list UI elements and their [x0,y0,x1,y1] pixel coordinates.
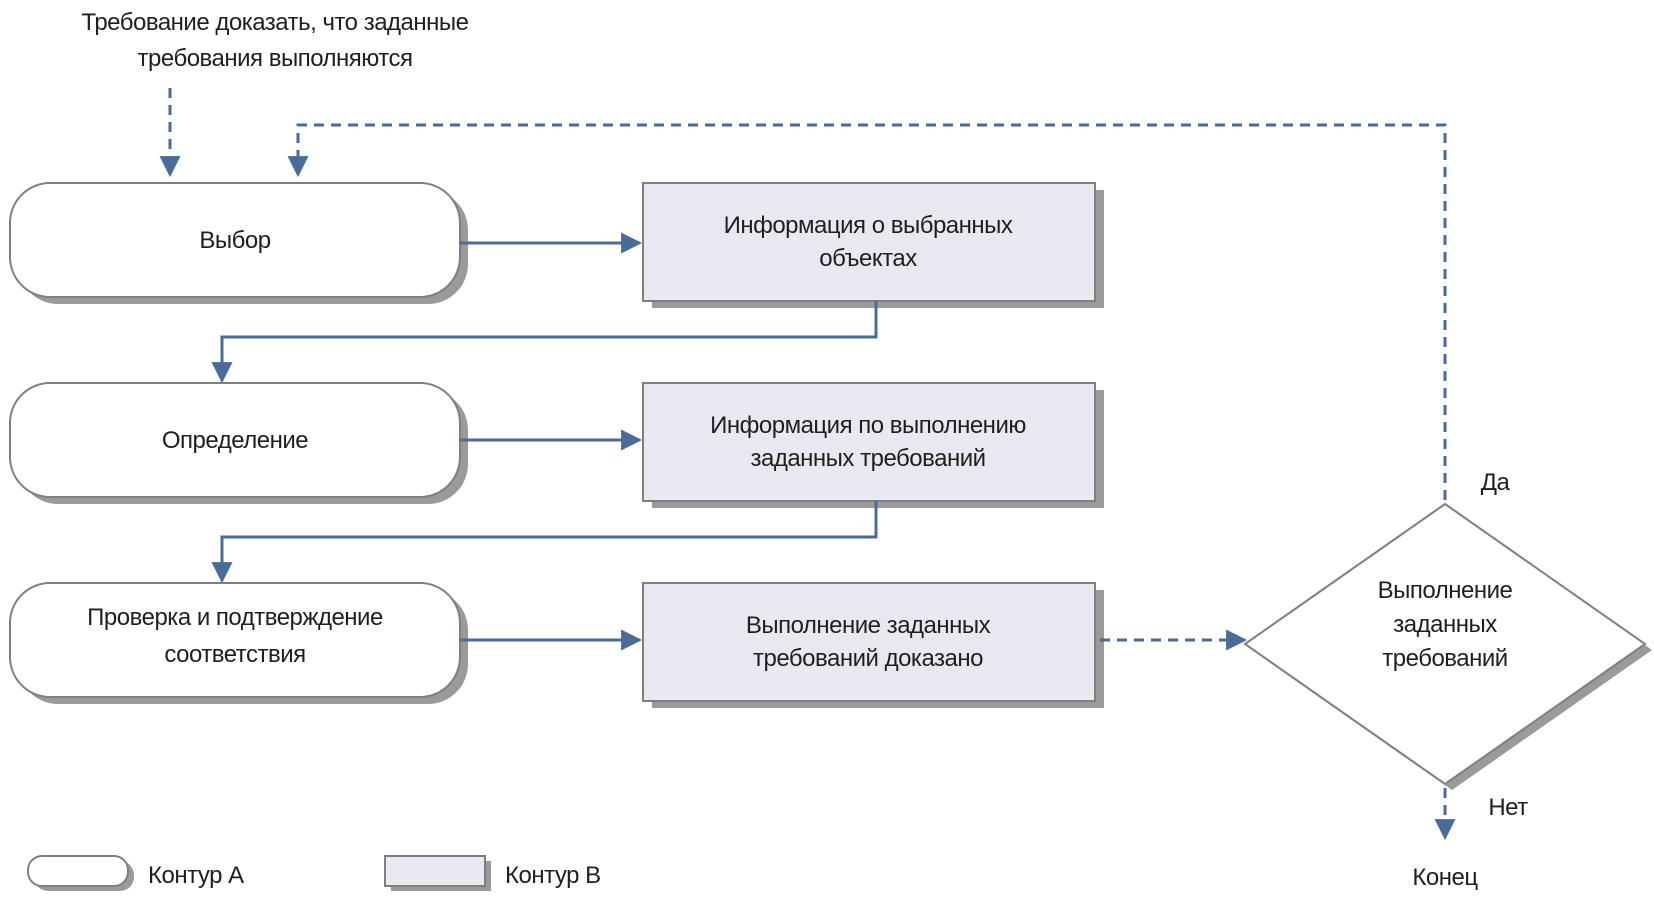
decision-diamond [1243,502,1647,786]
proven-box [642,582,1096,702]
decision-label-line-2: заданных [1393,611,1497,638]
step-select-label: Выбор [199,227,270,254]
proven-label-line-1: Выполнение заданных [746,612,991,639]
yes-label: Да [1481,469,1511,496]
feedback-loop-arrow [287,123,1447,500]
legend-contour-a-label: Контур А [148,862,244,889]
arrow-info-selected-to-define [211,301,878,384]
legend-contour-b-swatch [384,855,486,887]
top-note-line-1: Требование доказать, что заданные [82,9,469,36]
info-fulfillment-label-line-1: Информация по выполнению [710,412,1026,439]
info-selected-label-line-2: объектах [819,245,917,272]
proven-label-line-2: требований доказано [753,645,983,672]
decision-label-line-1: Выполнение [1378,577,1513,604]
end-label: Конец [1412,864,1478,891]
arrow-info-fulfillment-to-verify [211,501,878,584]
step-select-box [9,182,461,298]
top-note-line-2: требования выполняются [138,45,413,72]
step-define-label: Определение [162,427,308,454]
info-selected-label-line-1: Информация о выбранных [724,212,1013,239]
legend-contour-b-label: Контур В [505,862,601,889]
no-label: Нет [1488,794,1528,821]
decision-label-line-3: требований [1382,645,1507,672]
step-verify-label-line-2: соответствия [164,641,305,668]
info-selected-box [642,182,1096,302]
info-fulfillment-box [642,382,1096,502]
step-verify-label-line-1: Проверка и подтверждение [87,604,383,631]
info-fulfillment-label-line-2: заданных требований [750,445,985,472]
legend-contour-a-swatch [27,855,129,887]
step-verify-box [9,582,461,698]
